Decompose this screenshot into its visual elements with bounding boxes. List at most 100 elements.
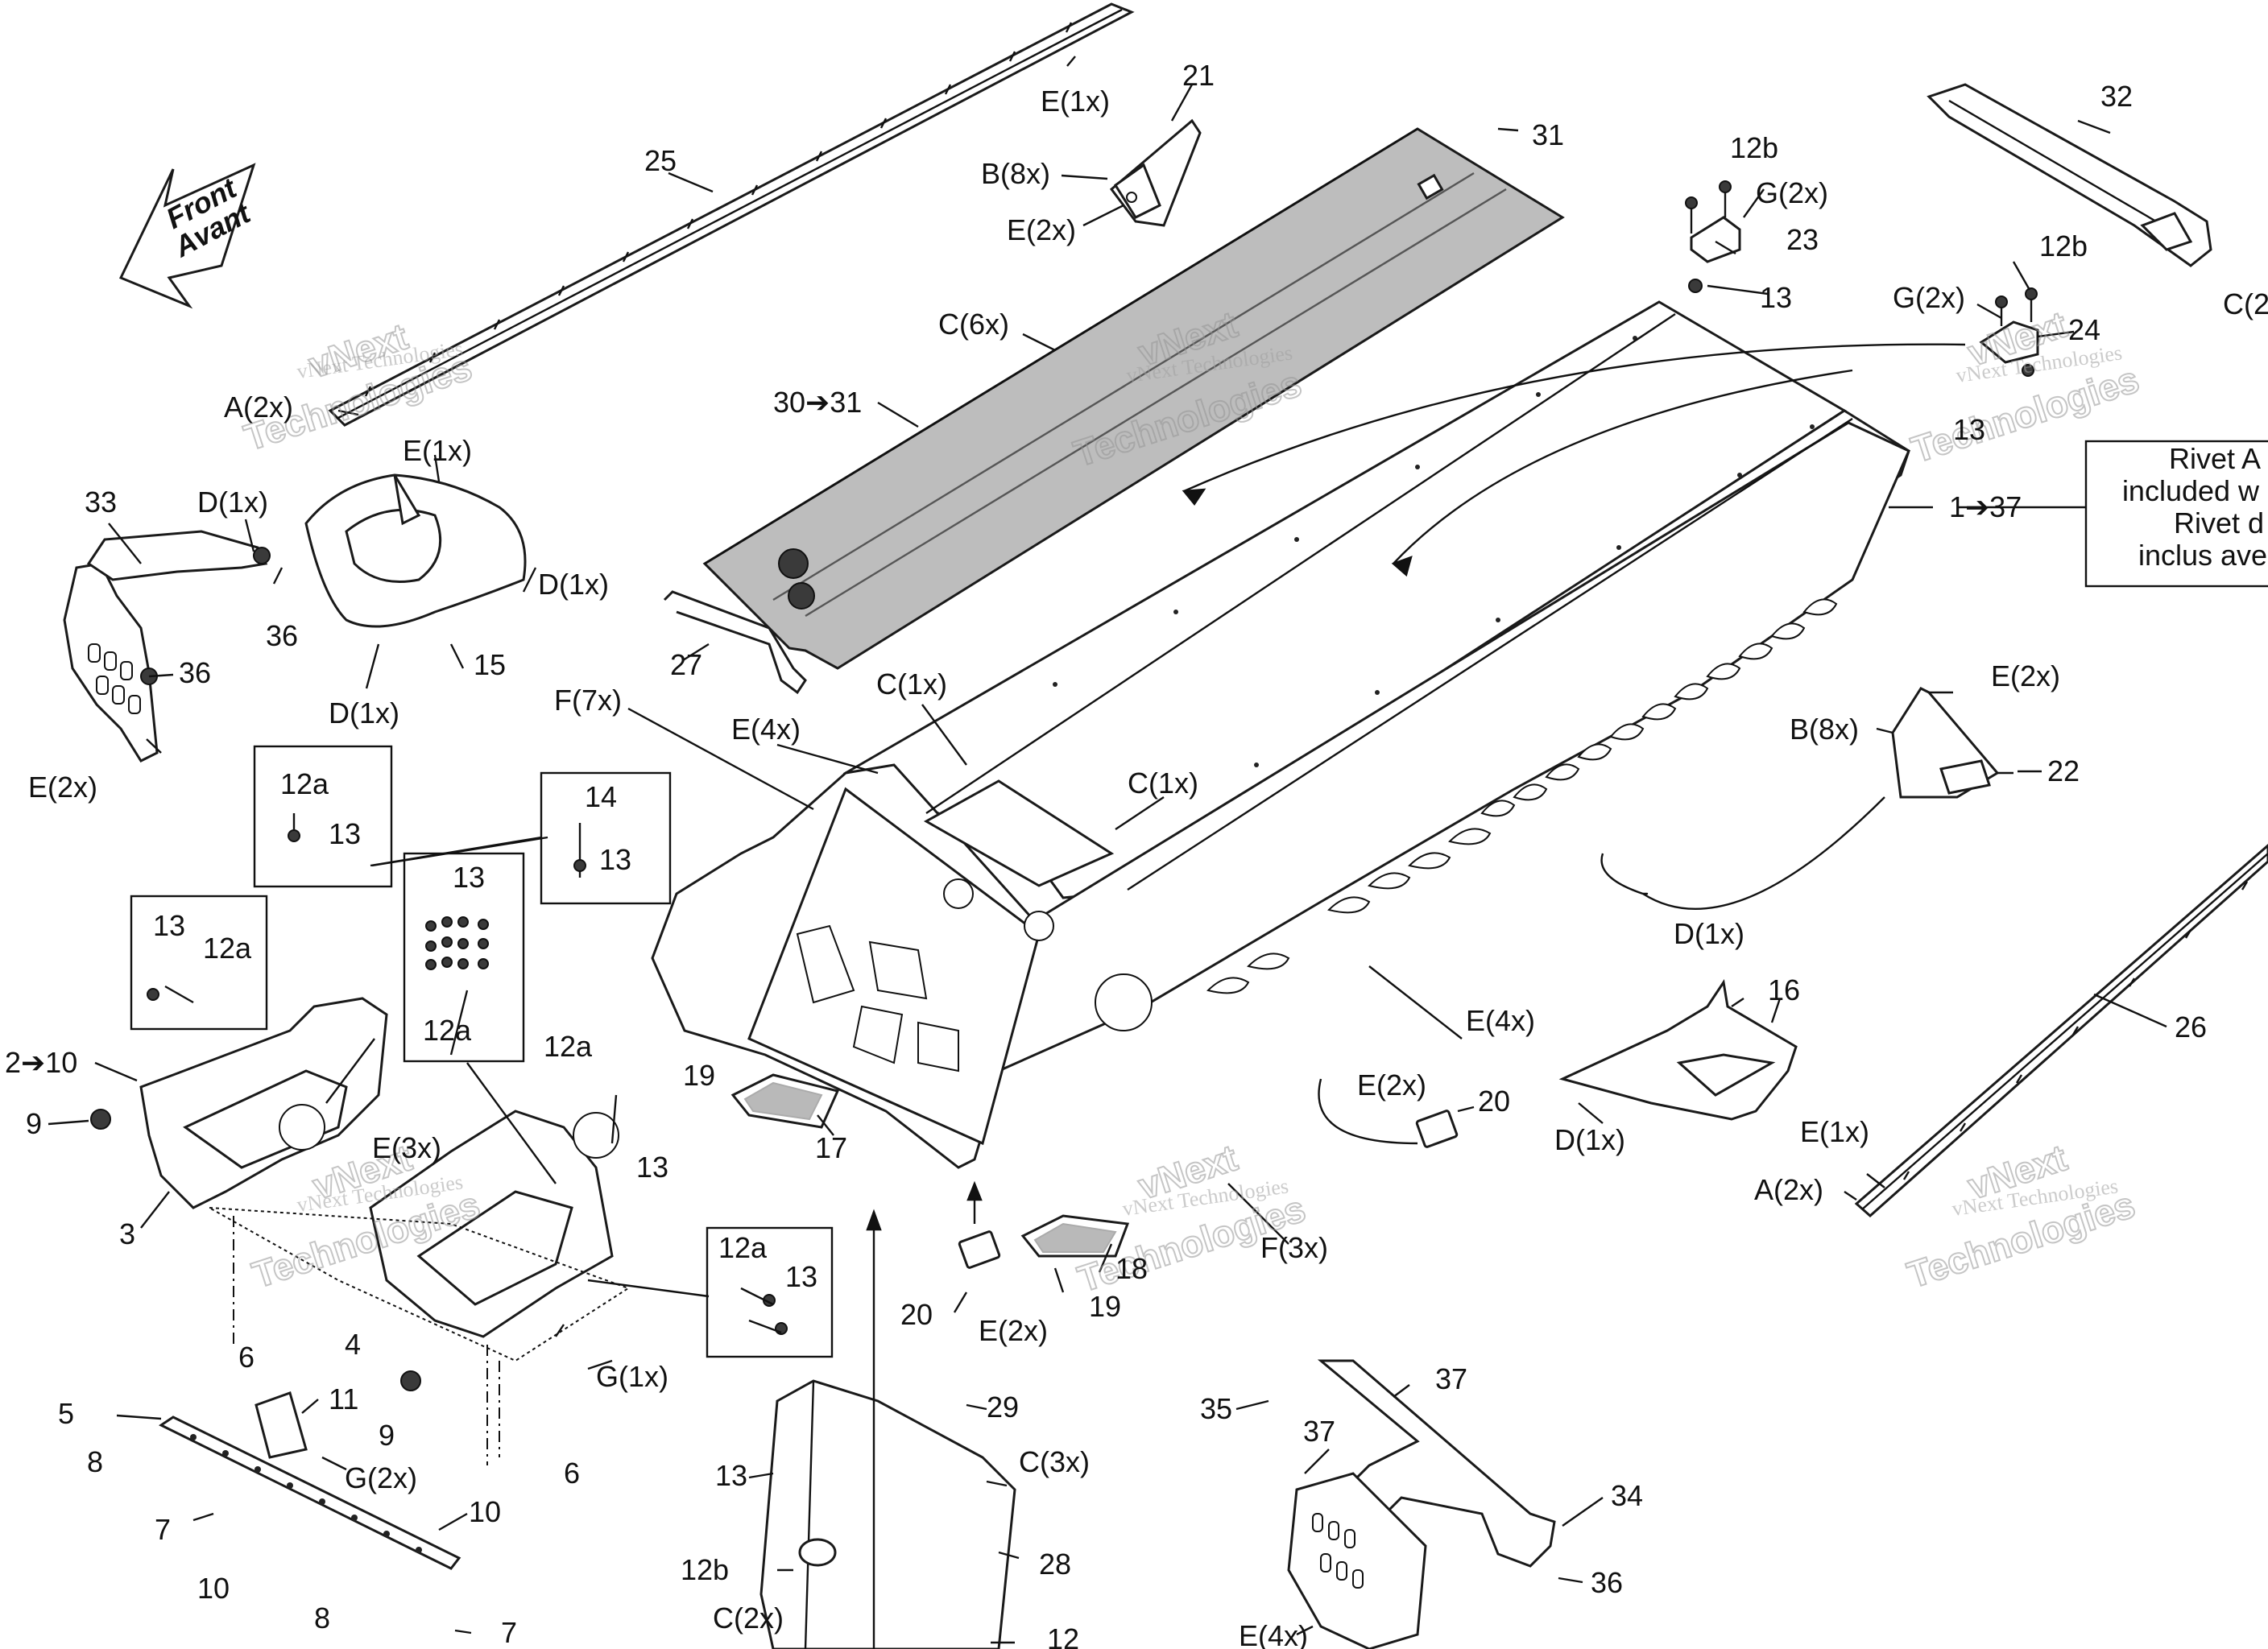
callout-A2x-left: A(2x) — [224, 391, 293, 424]
callout-12b-top: 12b — [1730, 131, 1778, 164]
callout-A2x-right: A(2x) — [1754, 1173, 1823, 1206]
callout-C2-right: C(2 — [2223, 287, 2268, 320]
callout-23: 23 — [1786, 223, 1819, 256]
leader-lines — [108, 56, 2167, 1644]
callout-12a-box2: 12a — [203, 932, 252, 965]
callout-E3x: E(3x) — [372, 1131, 441, 1164]
callout-12-bottom: 12 — [1047, 1622, 1079, 1649]
callout-28: 28 — [1039, 1548, 1071, 1581]
rivet-note-line-3: Rivet d — [2174, 506, 2264, 539]
callout-25: 25 — [644, 144, 677, 177]
callout-21: 21 — [1182, 59, 1215, 92]
part-26-rail — [1854, 844, 2268, 1218]
part-28-heat-exchanger — [759, 1379, 1016, 1649]
callout-36-b: 36 — [179, 656, 211, 689]
callout-box-12a-13-a — [253, 745, 393, 888]
callout-6-a: 6 — [238, 1341, 255, 1374]
callout-D1x-16: D(1x) — [1674, 917, 1744, 950]
callout-boxes — [130, 440, 2268, 1358]
frame-footprint-outline — [209, 1207, 631, 1362]
part-24-bracket — [1979, 287, 2039, 377]
callout-31: 31 — [1532, 118, 1564, 151]
front-direction-arrow: Front Avant — [118, 163, 257, 309]
callout-11: 11 — [329, 1382, 358, 1415]
callout-19-b: 19 — [1089, 1290, 1121, 1323]
part-25-rail — [328, 2, 1135, 427]
callout-E2x-22: E(2x) — [1991, 659, 2060, 692]
part-22-bracket — [1891, 687, 2000, 799]
callout-14-box: 14 — [585, 780, 617, 813]
callout-13-box1: 13 — [329, 817, 361, 850]
callout-D1x-33: D(1x) — [197, 486, 268, 519]
callout-E1x-top: E(1x) — [1041, 85, 1110, 118]
callout-E2x-20-right: E(2x) — [1357, 1068, 1426, 1101]
callout-13-box14: 13 — [599, 843, 631, 876]
callout-10-b: 10 — [197, 1572, 230, 1605]
callout-12b-28: 12b — [681, 1553, 729, 1586]
callout-E1x-15: E(1x) — [403, 434, 472, 467]
callout-E2x-20-b: E(2x) — [979, 1314, 1048, 1347]
callout-E2x-33: E(2x) — [28, 771, 97, 804]
rivet-note-line-1: Rivet A — [2169, 442, 2261, 475]
callout-F3x: F(3x) — [1260, 1231, 1328, 1264]
callout-7-b: 7 — [501, 1616, 517, 1649]
callout-9-a: 9 — [26, 1107, 42, 1140]
callout-D1x-15-bottom: D(1x) — [329, 696, 399, 729]
callout-13-box3: 13 — [453, 861, 485, 894]
callout-5: 5 — [58, 1397, 74, 1430]
part-20-plate-left — [958, 1230, 1001, 1269]
callout-1-37: 1➔37 — [1949, 490, 2022, 523]
leader-2-10 — [94, 1061, 138, 1082]
part-11-plate — [255, 1391, 308, 1459]
callout-B8x-22: B(8x) — [1790, 713, 1859, 746]
callout-35: 35 — [1200, 1392, 1232, 1425]
rivet-note-box — [2084, 440, 2268, 588]
callout-8-a: 8 — [87, 1445, 103, 1478]
callout-20-right: 20 — [1478, 1085, 1510, 1118]
callout-E2x-21: E(2x) — [1007, 213, 1076, 246]
callout-4: 4 — [345, 1328, 361, 1361]
part-27-bracket — [663, 590, 807, 695]
callout-36-c: 36 — [1591, 1566, 1623, 1599]
callout-box-13-12a — [130, 895, 268, 1031]
main-tunnel-assembly — [651, 300, 1910, 1169]
callout-12a-mid: 12a — [544, 1030, 593, 1063]
callout-26: 26 — [2175, 1010, 2207, 1044]
callout-37-b: 37 — [1303, 1415, 1335, 1448]
callout-6-b: 6 — [564, 1457, 580, 1490]
part-17-step — [730, 1073, 840, 1129]
callout-G2x-23: G(2x) — [1756, 176, 1828, 209]
callout-19-a: 19 — [683, 1059, 715, 1092]
callout-F7x: F(7x) — [554, 684, 622, 717]
callout-C6x: C(6x) — [938, 308, 1009, 341]
callout-22: 22 — [2047, 754, 2080, 787]
frame-centerlines — [233, 1216, 500, 1465]
callout-29: 29 — [987, 1391, 1019, 1424]
callout-D1x-15-right: D(1x) — [538, 568, 609, 601]
callout-18: 18 — [1115, 1252, 1148, 1285]
part-34-bracket — [1287, 1359, 1556, 1649]
callout-9-b: 9 — [379, 1419, 395, 1452]
rivet-note-line-2: included w — [2122, 474, 2260, 507]
callout-36-a: 36 — [266, 619, 298, 652]
part-21-bracket — [1109, 118, 1202, 227]
callout-15: 15 — [474, 648, 506, 681]
callout-box-12a-13-b — [706, 1226, 834, 1358]
callout-3: 3 — [119, 1217, 135, 1250]
callout-13-mid: 13 — [636, 1151, 668, 1184]
callout-27: 27 — [670, 648, 702, 681]
callout-E4x-top: E(4x) — [731, 713, 801, 746]
part-23-bracket — [1685, 180, 1741, 293]
callout-32: 32 — [2100, 80, 2133, 113]
part-18-step — [1020, 1214, 1130, 1258]
callout-30-31: 30➔31 — [773, 386, 862, 419]
part-32-bracket — [1927, 83, 2212, 267]
callout-13-23: 13 — [1760, 281, 1792, 314]
callout-17: 17 — [815, 1131, 847, 1164]
callout-C1x-a: C(1x) — [876, 667, 947, 701]
callout-labels: 25 E(1x) 21 B(8x) E(2x) 31 C(6x) 30➔31 A… — [5, 59, 2268, 1649]
part-20-plate-right — [1415, 1110, 1459, 1148]
callout-13-28: 13 — [715, 1459, 747, 1492]
